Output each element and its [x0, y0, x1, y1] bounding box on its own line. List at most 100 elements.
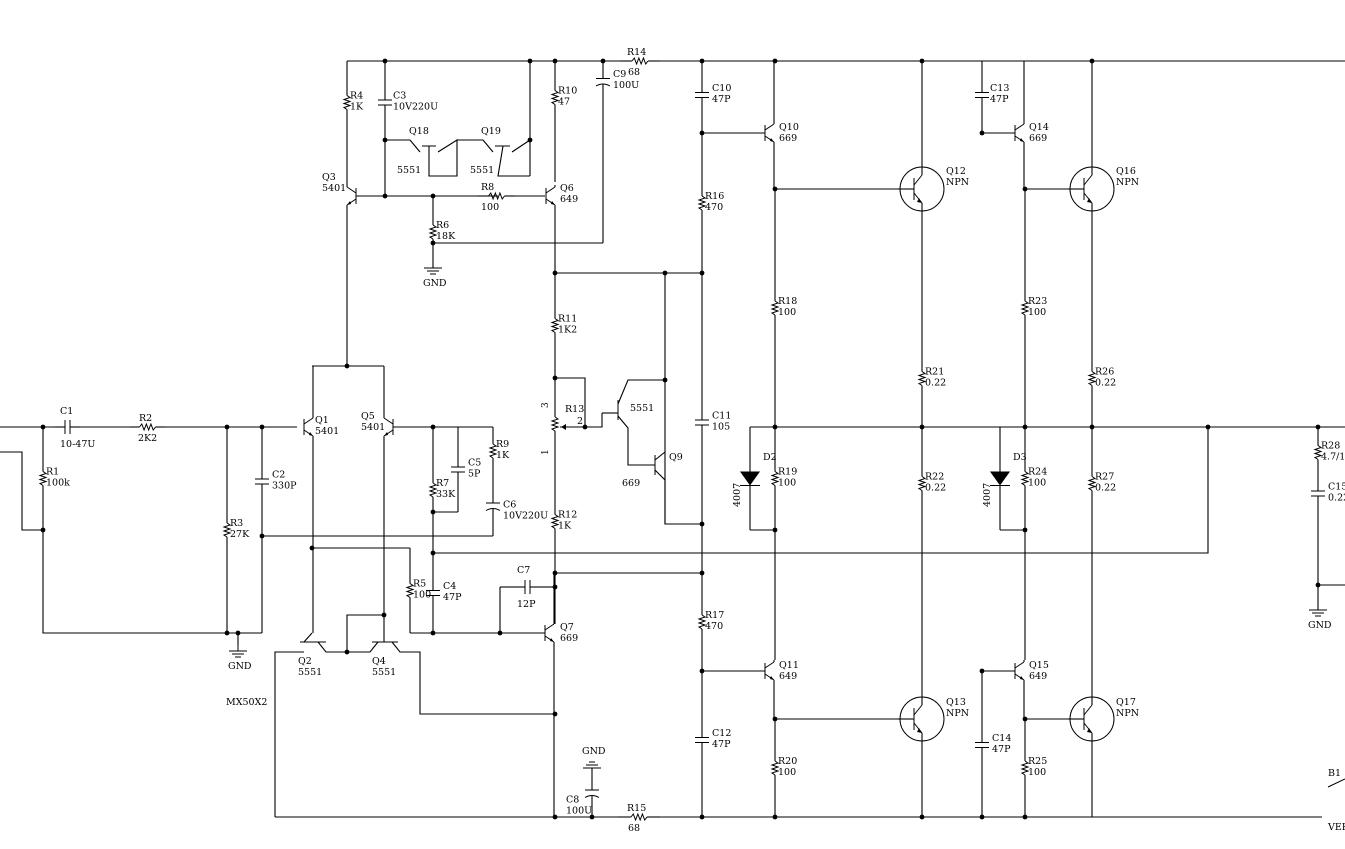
capacitor-c9-plate: [595, 83, 611, 87]
junction-dot: [979, 130, 985, 136]
schematic-resistors-0-ref: R1: [46, 467, 59, 478]
schematic-resistors-25-value: 0.22: [1095, 378, 1116, 389]
schematic-capacitors-2-ref: C3: [393, 91, 406, 102]
junction-dot: [772, 186, 778, 192]
schematic-resistors-12-value: 2: [577, 416, 583, 427]
junction-dot: [919, 814, 925, 820]
resistor-r6: [428, 224, 438, 240]
junction-dot: [235, 630, 241, 636]
schematic-resistors-22-ref: R23: [1028, 296, 1047, 307]
schematic-transistors-16-type: NPN: [1116, 708, 1139, 719]
wire: [391, 641, 555, 715]
resistor-r12: [550, 514, 560, 529]
resistor-r2: [139, 422, 156, 432]
schematic-title: MX50X2: [226, 697, 267, 708]
wires: [0, 60, 1345, 818]
labels: R1468R1568C110-47UR22K2R1100kR327KC2330P…: [46, 47, 1345, 834]
junction-dot: [224, 424, 230, 430]
schematic-transistors-8-type: 669: [622, 478, 640, 489]
schematic-transistors-1-ref: Q2: [298, 656, 312, 667]
resistor-r13: [550, 416, 560, 432]
schematic-resistors-16-ref: R17: [705, 610, 724, 621]
junction-dot: [382, 193, 388, 199]
schematic-transistors-12-ref: Q13: [946, 697, 966, 708]
junction-dot: [582, 424, 588, 430]
wire: [654, 469, 702, 525]
schematic-resistors-19-value: 100: [778, 767, 796, 778]
schematic-transistors-1-type: 5551: [298, 667, 322, 678]
schematic-capacitors-13-ref: C14: [992, 733, 1011, 744]
resistor-r25: [1020, 760, 1030, 776]
schematic-resistors-8-value: 1K: [496, 450, 510, 461]
junction-dot: [552, 58, 558, 64]
resistor-r15: [630, 812, 648, 822]
resistor-r14: [631, 56, 649, 66]
pot-pin-1: 1: [541, 449, 551, 455]
resistor-r23: [1020, 300, 1030, 316]
schematic-capacitors-7-value: 100U: [566, 806, 592, 817]
junction-dot: [40, 527, 46, 533]
transistor-q3-collector: [346, 186, 357, 194]
schematic-resistors-6-value: 33K: [436, 489, 456, 500]
schematic-resistors-11-ref: R12: [558, 510, 577, 521]
schematic-capacitors-8-value: 100U: [613, 80, 639, 91]
schematic-diodes-1-value: 4007: [982, 483, 993, 507]
ground-label: GND: [423, 278, 447, 289]
junction-dot: [552, 570, 558, 576]
schematic-transistors-12-type: NPN: [946, 708, 969, 719]
schematic-resistors-0-value: 100k: [46, 478, 70, 489]
transistor-q6-arrow: [551, 201, 555, 205]
potentiometer-arrow: [561, 424, 566, 430]
schematic-resistors-17-ref: R18: [778, 296, 797, 307]
resistor-r3: [222, 522, 232, 538]
transistor-q10-collector: [764, 123, 775, 131]
schematic-resistors-11-value: 1K: [558, 521, 572, 532]
schematic-transistors-3-type: 5551: [372, 667, 396, 678]
capacitor-c8-plate: [584, 795, 600, 798]
schematic-diodes-0-ref: D2: [763, 452, 777, 463]
transistor-q12-collector: [913, 174, 923, 186]
schematic-transistors-6-ref: Q7: [560, 622, 574, 633]
schematic-transistors-13-ref: Q14: [1029, 122, 1049, 133]
schematic-resistors-9-ref: R10: [558, 86, 577, 97]
transistor-q12-arrow: [917, 198, 922, 203]
junction-dot: [1022, 814, 1028, 820]
schematic-transistors-14-type: 649: [1029, 671, 1047, 682]
junction-dot: [552, 270, 558, 276]
resistor-r18: [770, 300, 780, 316]
schematic-capacitors-3-value: 47P: [443, 592, 462, 603]
schematic-resistors-20-ref: R21: [925, 367, 944, 378]
junction-dot: [259, 533, 265, 539]
schematic-resistors-20-value: 0.22: [925, 378, 946, 389]
schematic-capacitors-14-ref: C15: [1328, 482, 1345, 493]
schematic-resistors-6-ref: R7: [436, 478, 449, 489]
resistor-r22: [917, 476, 927, 491]
schematic-resistors-4-ref: R5: [413, 579, 426, 590]
ground-label: GND: [1308, 620, 1332, 631]
junction-dot: [589, 814, 595, 820]
schematic-resistors-10-value: 1K2: [558, 325, 577, 336]
schematic-capacitors-11-ref: C12: [712, 728, 731, 739]
schematic-resistors-7-ref: R8: [481, 182, 494, 193]
transistor-q17-body: [1069, 696, 1115, 742]
feedback-line: [433, 427, 1209, 554]
schematic-transistors-10-type: 649: [779, 671, 797, 682]
wire: [0, 451, 43, 531]
vee-label: VEE: [1327, 822, 1345, 833]
schematic-capacitors-5-ref: C6: [503, 500, 516, 511]
schematic-resistors-15-ref: R16: [705, 191, 724, 202]
schematic-capacitors-10-ref: C11: [712, 411, 731, 422]
transistor-q7-arrow: [550, 638, 554, 642]
wire: [555, 377, 586, 427]
wire: [497, 145, 530, 177]
resistor-r7: [428, 482, 438, 498]
junction-dot: [772, 527, 778, 533]
junction-dot: [40, 424, 46, 430]
schematic-transistors-10-ref: Q11: [779, 660, 799, 671]
transistor-q3-arrow: [347, 201, 351, 205]
ground-label: GND: [582, 746, 606, 757]
junction-dot: [1315, 582, 1321, 588]
schematic-capacitors-4-ref: C5: [468, 458, 481, 469]
schematic-resistors-17-value: 100: [778, 307, 796, 318]
schematic-transistors-18-type: 5551: [470, 165, 494, 176]
